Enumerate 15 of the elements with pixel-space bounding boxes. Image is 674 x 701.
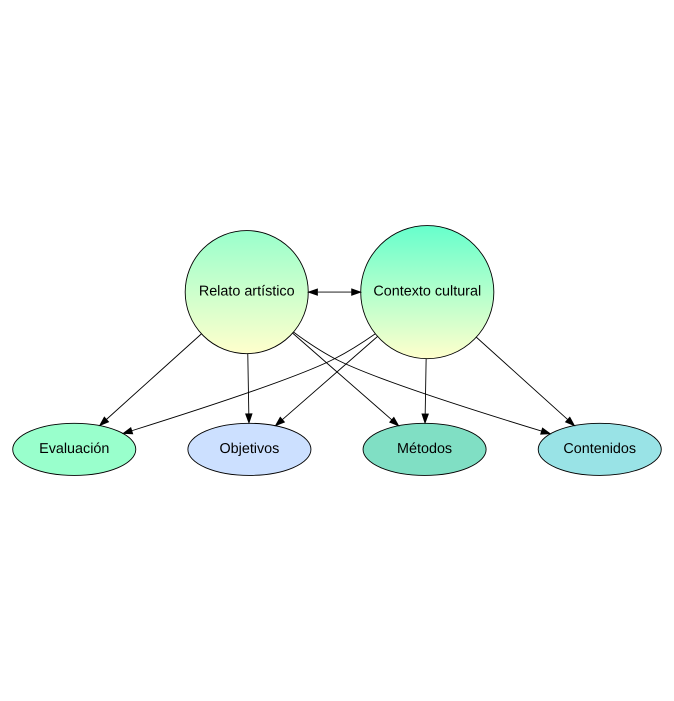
arrow bbox=[98, 333, 202, 426]
node-circle: Relato artístico bbox=[184, 230, 309, 354]
node-ellipse: Contenidos bbox=[538, 422, 662, 476]
arrow bbox=[292, 332, 400, 427]
arrow bbox=[122, 333, 376, 434]
arrow bbox=[476, 336, 576, 426]
node-ellipse: Evaluación bbox=[12, 422, 136, 476]
arrow bbox=[274, 336, 378, 426]
arrow bbox=[421, 358, 429, 424]
arrow bbox=[293, 332, 552, 435]
arrow bbox=[245, 354, 253, 424]
node-ellipse: Métodos bbox=[362, 422, 487, 476]
node-ellipse: Objetivos bbox=[187, 422, 312, 476]
arrow bbox=[307, 288, 362, 296]
node-circle: Contexto cultural bbox=[360, 225, 494, 360]
